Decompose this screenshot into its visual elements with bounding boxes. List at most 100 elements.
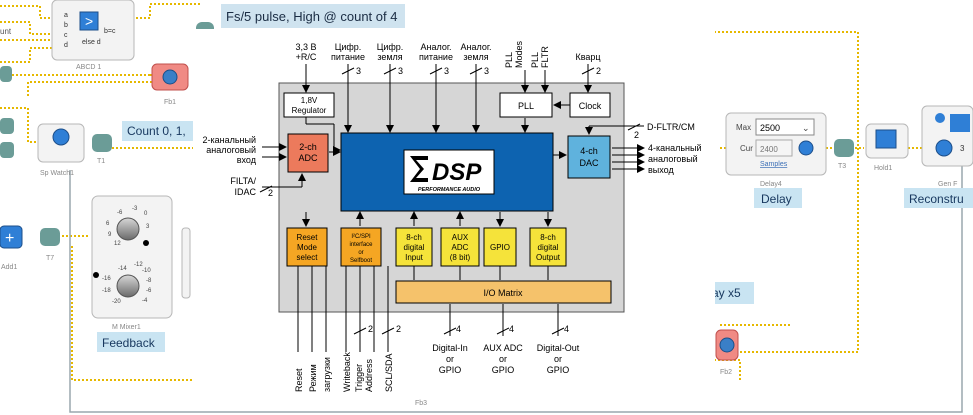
bus-4-b: 4 [509,324,514,334]
bus-2-a: 2 [596,66,601,76]
reconstruct-label: Reconstru [909,192,964,206]
sigma-icon [410,156,428,182]
left-in-2: аналоговый [206,145,256,155]
stopwatch-icon [52,128,70,146]
adc-label: 2-ch [299,142,317,152]
aux-block [440,227,480,267]
mixer-knob-2-icon[interactable] [116,274,140,298]
label-dig-gnd-2: земля [377,52,402,62]
svg-text:-8: -8 [146,278,152,284]
tooltip-text: Fs/5 pulse, High @ count of 4 [226,9,397,24]
dac-label-2: DAC [579,158,599,168]
dout-block [529,227,567,267]
bottom-din-2: or [446,354,454,364]
delay-max-label: Max [736,123,751,132]
abcd-input-c: c [64,32,68,39]
t3-caption: T3 [838,163,846,170]
knob-scale-2: -14 -12 -10 -8 -6 -4 -16 -18 -20 [102,262,152,305]
fb3-caption: Fb3 [415,400,427,407]
svg-text:0: 0 [144,211,148,217]
delay-label: Delay [761,192,792,206]
pll-label: PLL [518,101,534,111]
fb2-caption: Fb2 [720,369,732,376]
delay-block[interactable]: Max 2500 ⌄ Cur 2400 Samples [725,112,827,176]
label-rc: +R/C [296,52,317,62]
label-pll-modes-2: Modes [514,40,524,68]
svg-text:6: 6 [106,221,110,227]
spwatch-caption: Sp Watch1 [40,170,74,177]
bottom-aux-1: AUX ADC [483,343,523,353]
dfltr-label: D-FLTR/CM [647,122,695,132]
delay-cur-input[interactable] [755,139,793,157]
adc-block [287,133,329,173]
delay-max-value: 2500 [760,123,780,133]
add1-block[interactable]: + [0,225,23,249]
delay-x5-label-bg [706,282,754,304]
label-an-gnd-2: земля [463,52,488,62]
svg-text:-10: -10 [142,268,151,274]
genf-block[interactable]: 3 [921,105,973,167]
delay-max-select[interactable] [755,118,815,136]
bus-4-c: 4 [564,324,569,334]
t7-caption: T7 [46,255,54,262]
bus-2-c: 2 [268,188,273,198]
right-out-1: 4-канальный [648,143,702,153]
abcd-block[interactable]: a b c d > b=c else d [51,0,135,61]
bottom-aux-3: GPIO [492,365,515,375]
t1-caption: T1 [97,158,105,165]
label-dig-power-2: питание [331,52,365,62]
fb1-block[interactable] [151,63,189,91]
svg-text:-6: -6 [117,210,123,216]
loop-icon [162,69,178,85]
genf-number: 3 [960,144,965,153]
bottom-reset: Reset [294,368,304,392]
mixer-knob-1-icon[interactable] [116,217,140,241]
dout-block-l1: 8-ch [540,233,556,242]
genf-caption: Gen F [938,181,957,188]
add1-caption: Add1 [1,264,17,271]
abcd-input-a: a [64,12,68,19]
count-label: Count 0, 1, [127,124,186,138]
spwatch-block[interactable] [37,123,85,163]
hold-block[interactable] [865,123,909,159]
i2c-block [340,227,382,267]
t1-node[interactable] [92,134,112,152]
right-out-2: аналоговый [648,154,698,164]
compare-icon [79,11,99,31]
abcd-input-b: b [64,22,68,29]
i2c-block-l2: interface [349,242,373,248]
bus-2-e: 2 [396,324,401,334]
din-block [395,227,433,267]
din-block-l3: Input [405,253,424,262]
gpio-block [483,227,517,267]
count-label-bg [122,121,197,141]
regulator-label-2: Regulator [292,106,327,115]
knob-scale-1: -6 -3 0 3 6 9 12 [106,206,150,247]
bus-4-a: 4 [456,324,461,334]
abcd-input-d: d [64,42,68,49]
reset-block-l2: Mode [297,243,318,252]
t7-node[interactable] [40,228,60,246]
label-dig-power: Цифр. [335,42,362,52]
delay-label-bg [754,188,802,208]
spin-icon[interactable] [798,140,814,156]
bottom-address: Address [364,358,374,392]
bottom-dout-2: or [554,354,562,364]
bus-3-c: 3 [444,66,449,76]
bus-3-a: 3 [356,66,361,76]
fb2-block[interactable] [715,329,739,361]
mixer-block[interactable]: -6 -3 0 3 6 9 12 -14 -12 -10 -8 -6 -4 -1… [91,195,173,319]
delay-caption: Delay4 [760,181,782,188]
genf-knob-icon[interactable] [935,139,953,157]
bus-3-b: 3 [398,66,403,76]
abcd-expr: b=c [104,28,116,35]
hold-icon [875,129,897,149]
filta-1: FILTA/ [230,176,256,186]
left-in-3: вход [237,155,257,165]
samples-link[interactable]: Samples [760,161,788,168]
gpio-block-l1: GPIO [490,243,510,252]
i2c-block-l3: or [358,250,363,256]
clock-block [569,92,611,118]
svg-text:-14: -14 [118,266,127,272]
bottom-din-1: Digital-In [432,343,468,353]
